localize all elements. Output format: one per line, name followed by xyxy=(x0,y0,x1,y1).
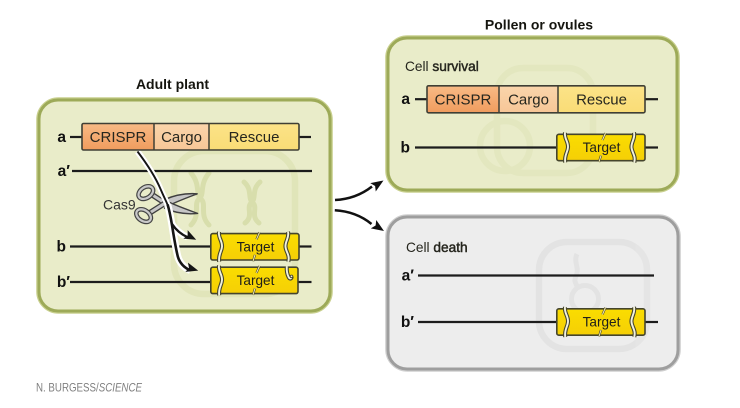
svg-text:a′: a′ xyxy=(402,268,415,285)
svg-text:N. BURGESS/SCIENCE: N. BURGESS/SCIENCE xyxy=(36,381,143,395)
svg-text:b: b xyxy=(401,140,410,157)
svg-text:b: b xyxy=(57,239,66,256)
svg-text:Cell survival: Cell survival xyxy=(405,59,479,74)
svg-text:a′: a′ xyxy=(58,163,71,180)
svg-text:Rescue: Rescue xyxy=(229,129,280,146)
svg-text:b′: b′ xyxy=(57,274,70,291)
svg-text:Adult plant: Adult plant xyxy=(136,76,209,92)
svg-text:b′: b′ xyxy=(401,314,414,331)
svg-text:CRISPR: CRISPR xyxy=(435,92,492,109)
svg-text:a: a xyxy=(401,91,410,108)
svg-text:CRISPR: CRISPR xyxy=(90,129,147,146)
svg-text:Cargo: Cargo xyxy=(508,92,549,109)
svg-text:Rescue: Rescue xyxy=(576,92,627,109)
svg-text:a: a xyxy=(57,129,66,146)
svg-text:Pollen or ovules: Pollen or ovules xyxy=(485,17,593,33)
svg-text:Cargo: Cargo xyxy=(161,129,202,146)
svg-text:Cas9: Cas9 xyxy=(103,197,136,213)
svg-text:Cell death: Cell death xyxy=(406,240,468,255)
